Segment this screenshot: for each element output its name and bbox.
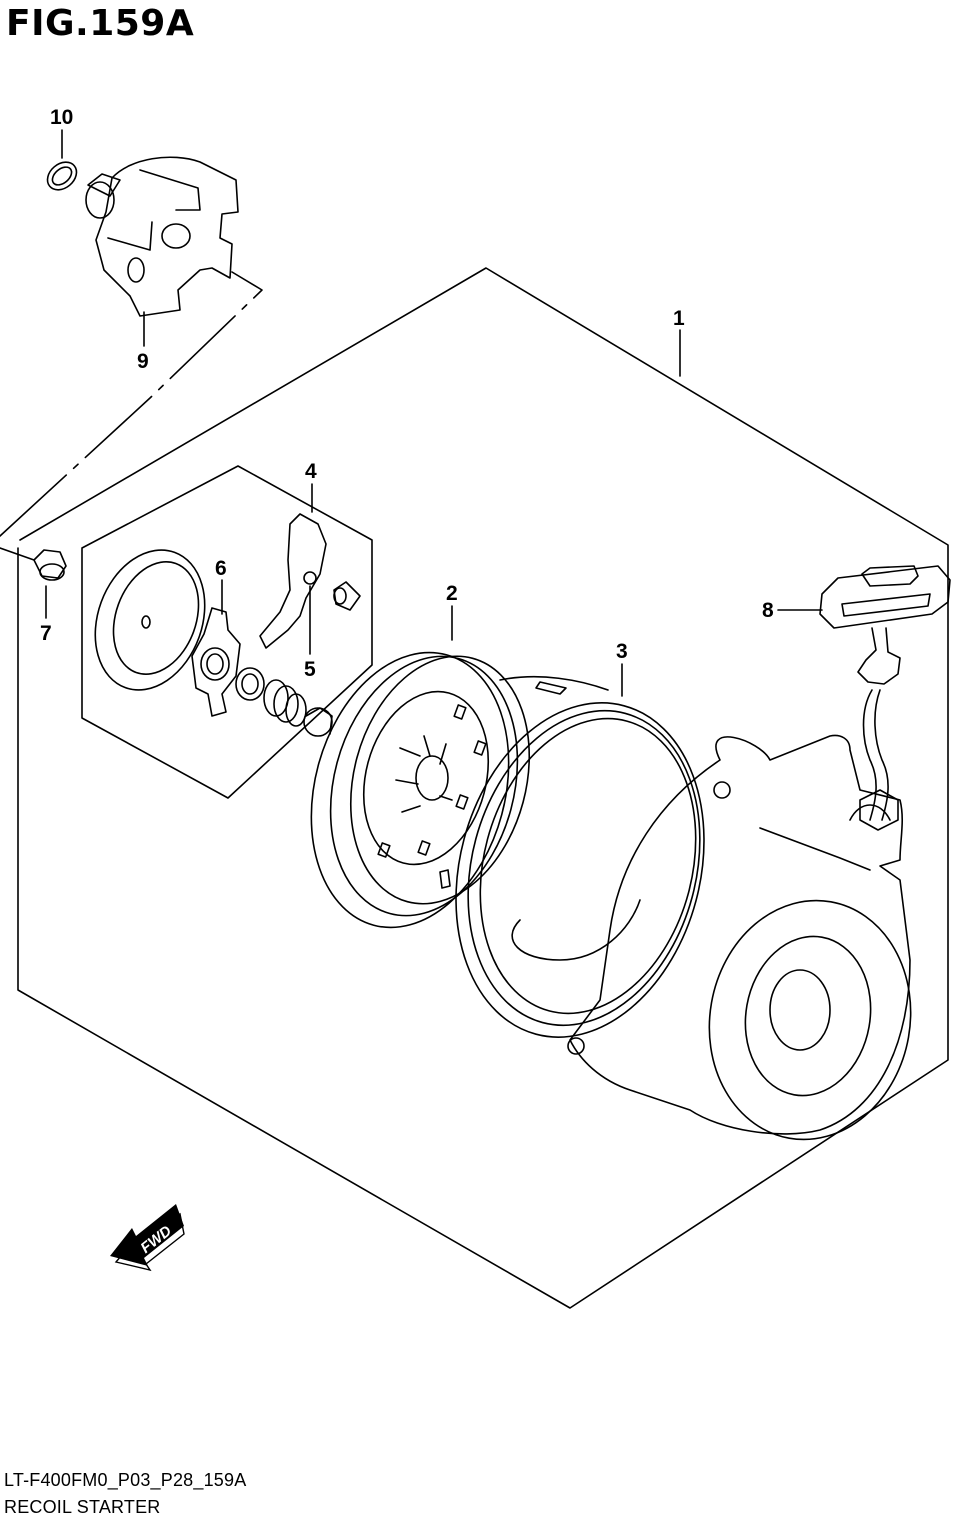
figure-title: FIG.159A bbox=[6, 3, 195, 44]
part-7-nut bbox=[33, 549, 67, 581]
part-6-guide-plate bbox=[191, 607, 241, 717]
hub-group-outline bbox=[0, 271, 263, 537]
callout-10: 10 bbox=[50, 106, 73, 129]
callout-6: 6 bbox=[215, 557, 227, 580]
subassembly-outline bbox=[81, 465, 373, 799]
callout-2: 2 bbox=[446, 582, 458, 605]
part-10-oring bbox=[46, 161, 78, 191]
callout-8: 8 bbox=[762, 599, 774, 622]
collar bbox=[303, 707, 333, 737]
callout-9: 9 bbox=[137, 350, 149, 373]
leader-lines bbox=[45, 129, 823, 697]
part-4-pawl bbox=[259, 513, 327, 649]
callout-4: 4 bbox=[305, 460, 317, 483]
diagram-code: LT-F400FM0_P03_P28_159A bbox=[4, 1470, 247, 1490]
washer bbox=[235, 667, 265, 701]
part-3-spring bbox=[439, 702, 705, 1038]
part-8-handle bbox=[819, 565, 951, 831]
spring bbox=[263, 679, 307, 727]
fwd-arrow-icon: FWD bbox=[110, 1204, 185, 1272]
callout-7: 7 bbox=[40, 622, 52, 645]
assembly-outline bbox=[17, 267, 949, 1309]
part-9-ratchet-hub bbox=[85, 156, 239, 317]
part-2-reel bbox=[310, 651, 609, 929]
callout-5: 5 bbox=[304, 658, 316, 681]
friction-plate bbox=[94, 549, 206, 691]
starter-case bbox=[567, 734, 912, 1141]
callout-1: 1 bbox=[673, 307, 685, 330]
pin bbox=[333, 581, 361, 611]
diagram-name: RECOIL STARTER bbox=[4, 1497, 161, 1517]
callout-3: 3 bbox=[616, 640, 628, 663]
